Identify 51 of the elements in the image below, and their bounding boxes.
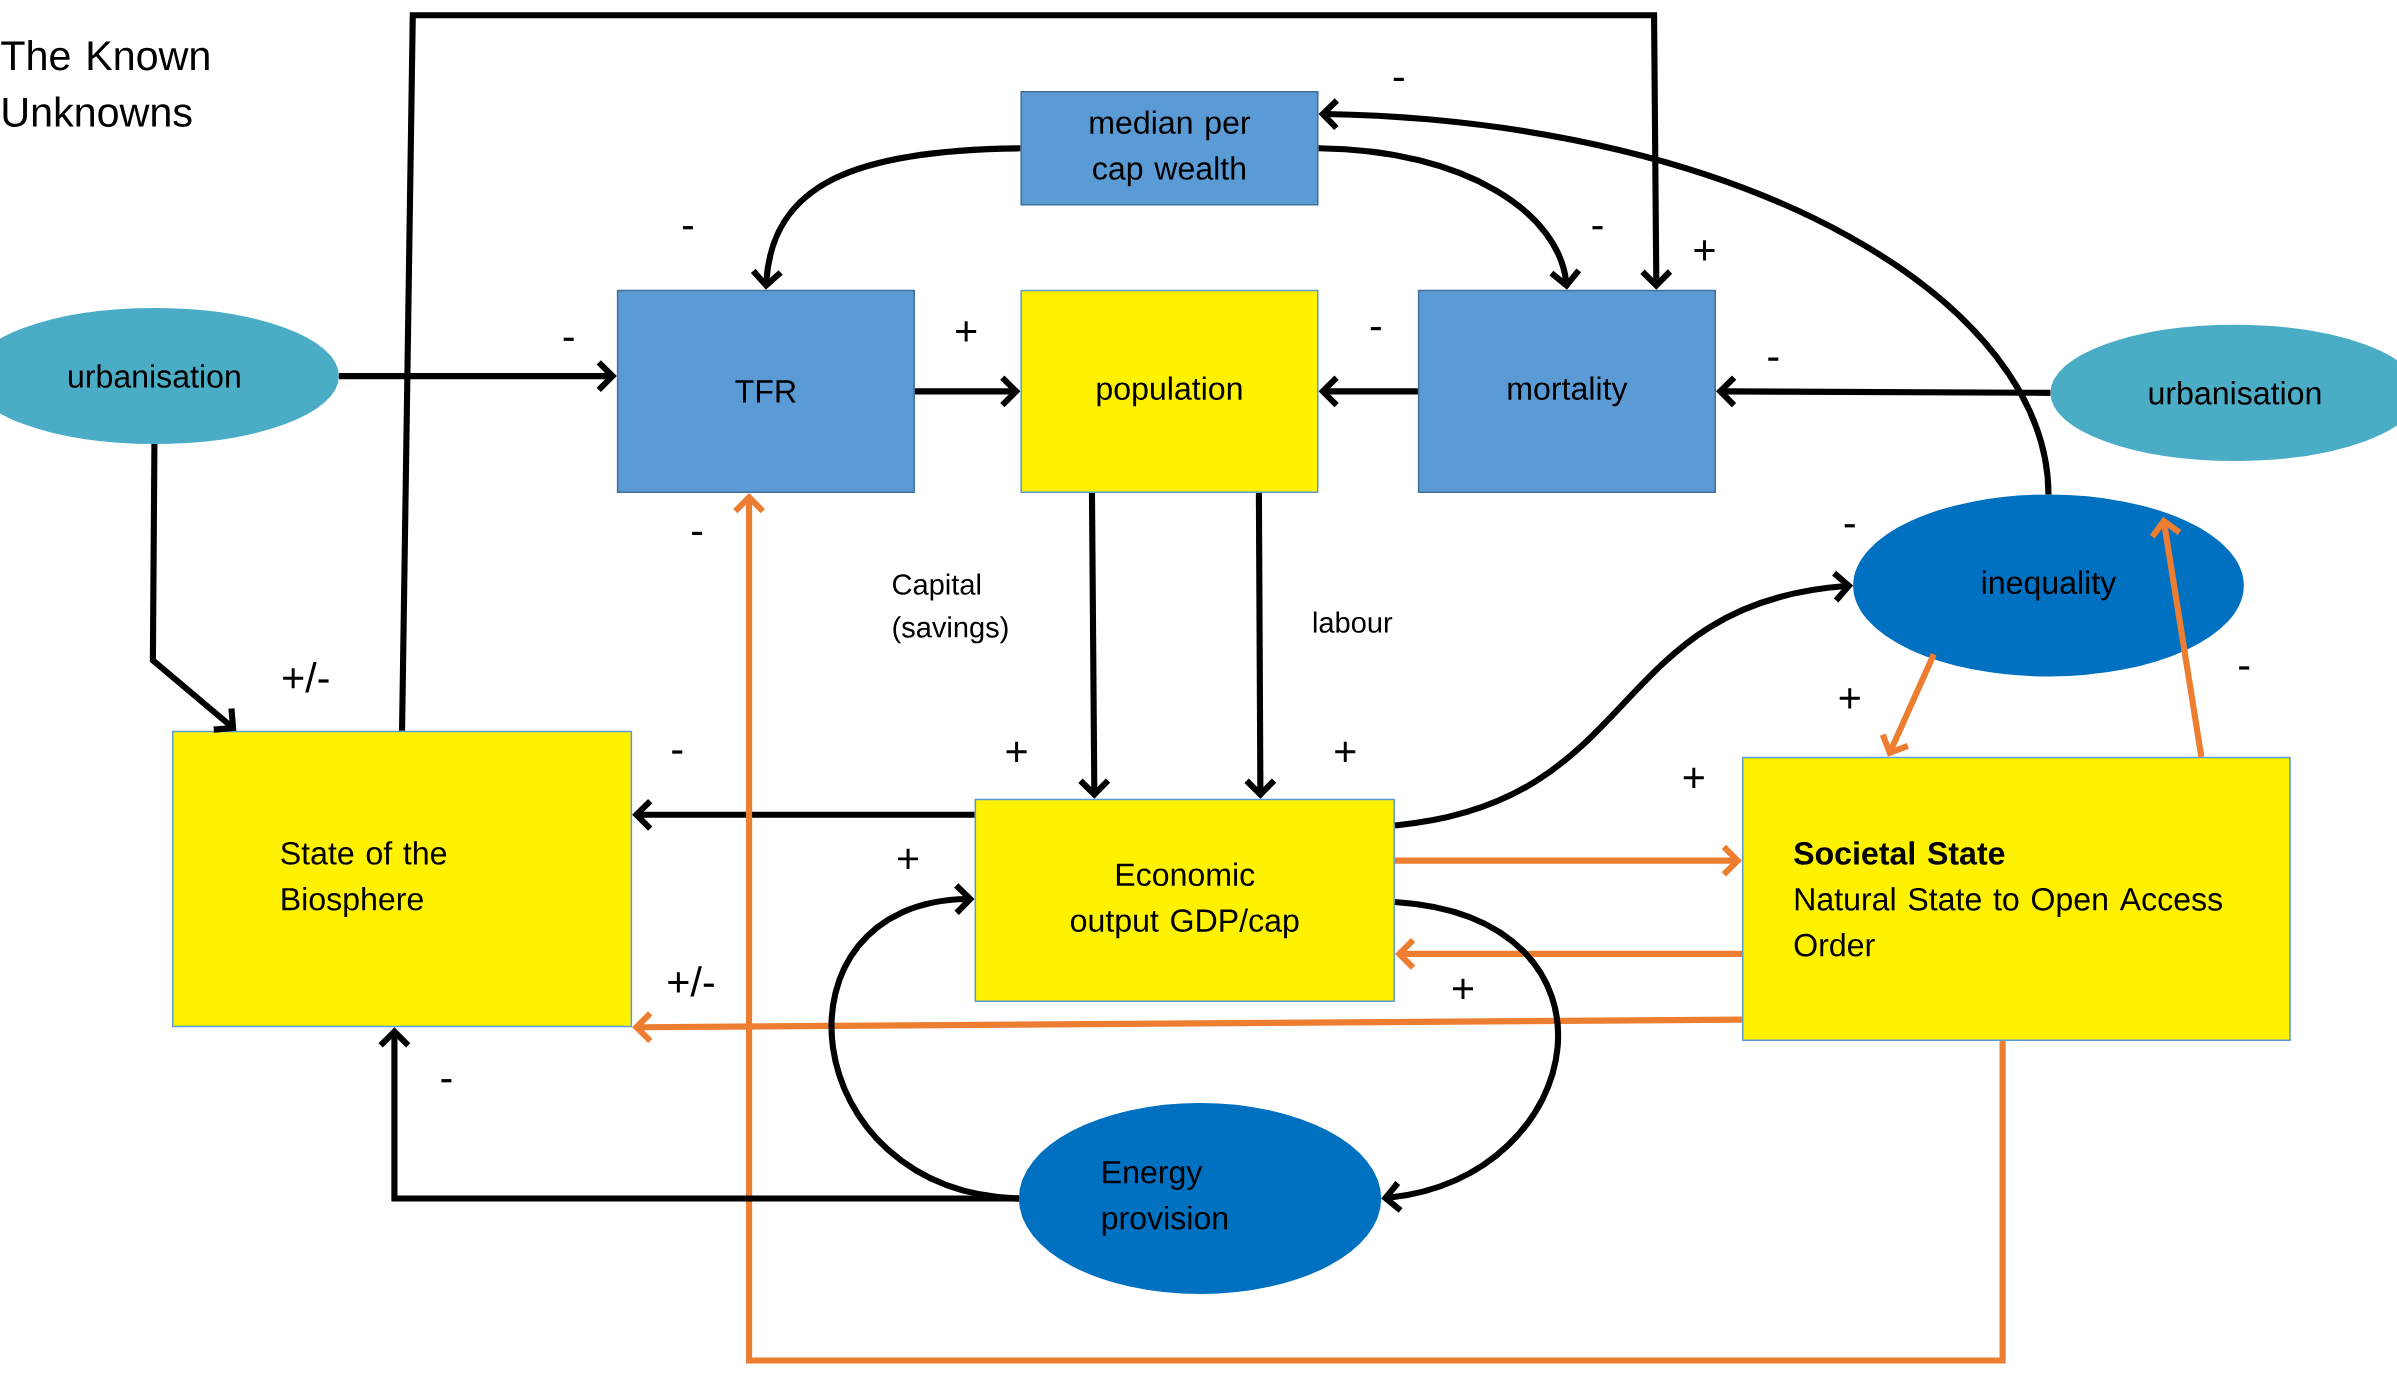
oval-node: urbanisation	[2050, 324, 2397, 461]
oval-node: Energy provision	[1018, 1103, 1382, 1295]
polarity-sign: -	[1370, 327, 1381, 331]
polarity-sign: +	[898, 848, 919, 870]
polarity-sign: +	[1683, 767, 1704, 789]
arrow	[1715, 375, 2051, 408]
edge-label: labour	[1313, 611, 1393, 633]
arrow	[1394, 844, 1742, 877]
polarity-sign: +	[1694, 240, 1715, 261]
process-box: Economic output GDP/cap	[974, 798, 1395, 1003]
polarity-sign: -	[441, 1079, 452, 1083]
polarity-sign: -	[1393, 77, 1404, 82]
polarity-sign: +/-	[283, 662, 329, 693]
arrow	[632, 799, 975, 831]
arrow	[378, 1027, 1019, 1202]
polarity-sign: +	[1452, 978, 1473, 999]
polarity-sign: -	[692, 531, 703, 536]
arrow	[1381, 899, 1561, 1213]
arrow	[1244, 493, 1277, 799]
process-box: median per cap wealth	[1020, 91, 1319, 206]
arrow	[733, 493, 2006, 1364]
process-box: State of the Biosphere	[172, 730, 633, 1028]
arrow	[399, 12, 1673, 731]
arrow	[914, 375, 1021, 408]
process-box: Societal State Natural State to Open Access Order	[1741, 756, 2291, 1042]
arrow	[1318, 145, 1582, 290]
process-box: TFR	[616, 289, 915, 494]
arrow	[2149, 516, 2205, 758]
polarity-sign: -	[1592, 226, 1603, 230]
polarity-sign: +	[1839, 688, 1860, 709]
polarity-sign: -	[1844, 524, 1855, 528]
arrow	[1078, 493, 1111, 799]
process-box: population	[1020, 289, 1319, 494]
edge-label: Capital (savings)	[893, 573, 1008, 644]
polarity-sign: -	[563, 337, 574, 341]
polarity-sign: -	[682, 226, 693, 230]
arrow	[338, 360, 617, 393]
arrow	[750, 145, 1021, 290]
polarity-sign: +	[956, 321, 977, 342]
polarity-sign: +	[1006, 741, 1027, 763]
title: The Known Unknowns	[1, 40, 209, 128]
arrow	[1394, 570, 1854, 829]
polarity-sign: +/-	[668, 966, 714, 997]
arrow	[1318, 375, 1418, 408]
process-box: mortality	[1417, 289, 1716, 494]
polarity-sign: -	[672, 750, 683, 754]
polarity-sign: +	[1335, 741, 1356, 763]
arrow	[149, 444, 237, 733]
arrow	[1318, 98, 2052, 496]
arrow	[1879, 653, 1937, 757]
polarity-sign: -	[1768, 357, 1779, 361]
